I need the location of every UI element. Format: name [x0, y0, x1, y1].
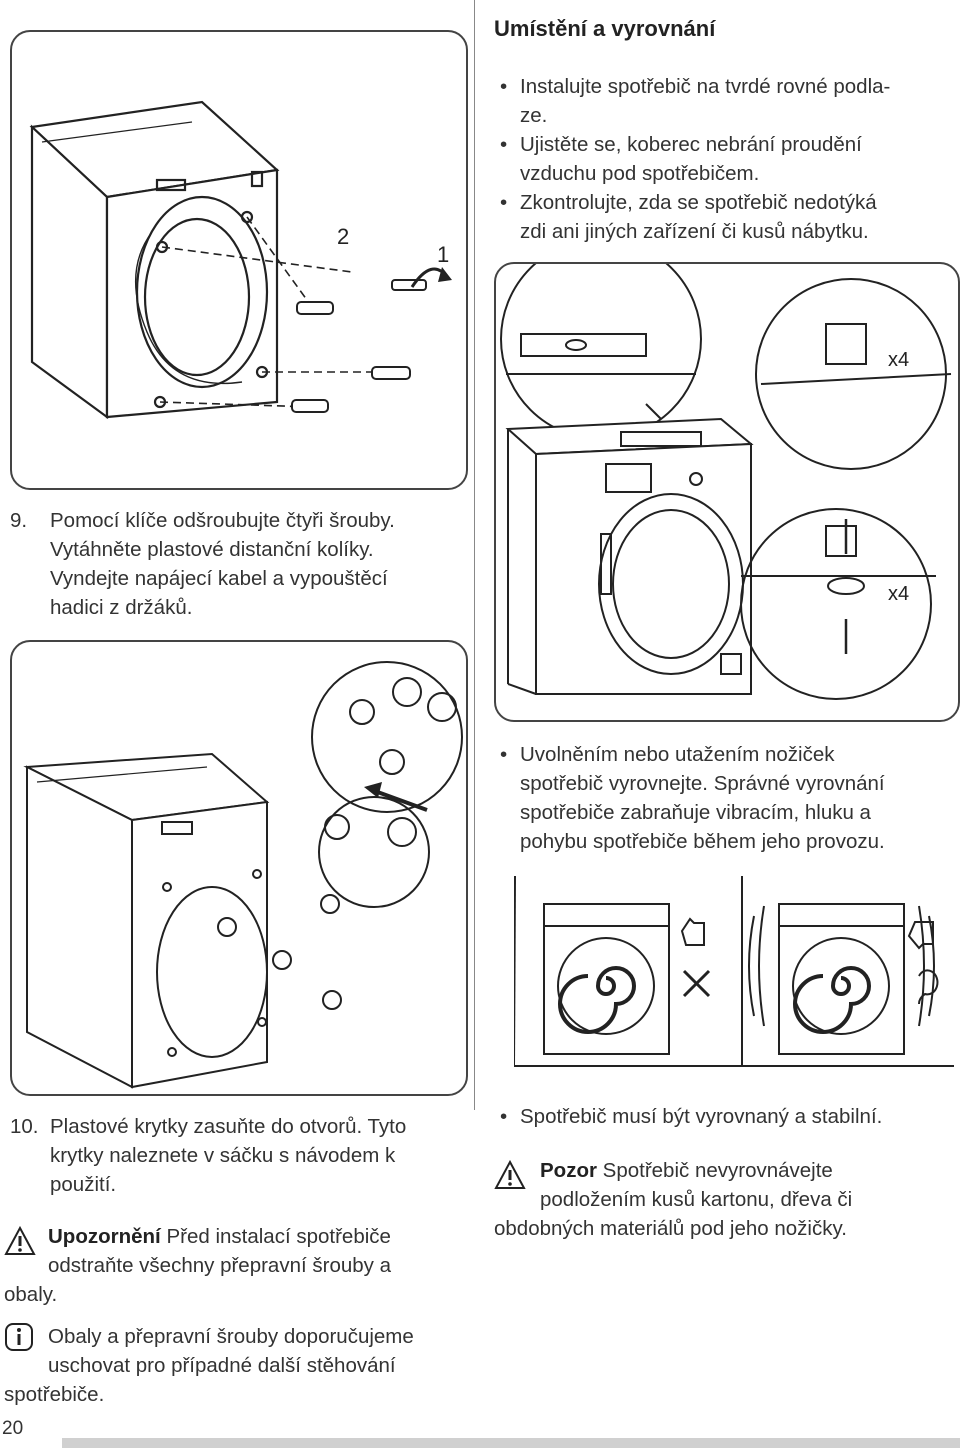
step-text: krytky naleznete v sáčku s návodem k — [50, 1144, 396, 1167]
footer-bar — [62, 1438, 960, 1448]
bullet-item: Spotřebič musí být vyrovnaný a stabilní. — [494, 1102, 954, 1131]
step-text: použití. — [50, 1173, 117, 1196]
caution-note: Pozor Spotřebič nevyrovnávejte podložení… — [494, 1159, 853, 1240]
info-icon — [5, 1323, 33, 1351]
step-10: 10. Plastové krytky zasuňte do otvorů. Ty… — [10, 1112, 470, 1199]
vibration-comparison-illustration — [513, 875, 954, 1067]
plastic-caps-illustration — [23, 661, 463, 1089]
warning-note: Upozornění Před instalací spotřebiče ods… — [4, 1225, 391, 1306]
step-text: hadici z držáků. — [50, 596, 193, 619]
placement-bullets: Instalujte spotřebič na tvrdé rovné podl… — [494, 72, 954, 246]
figure-leveling: x4 x4 — [494, 262, 960, 722]
step-text: Vytáhněte plastové distanční kolíky. — [50, 538, 374, 561]
leveling-illustration: x4 x4 — [500, 264, 952, 700]
step-label-1: 1 — [437, 242, 449, 267]
step-text: Vyndejte napájecí kabel a vypouštěcí — [50, 567, 388, 590]
column-divider — [474, 0, 475, 1110]
stability-bullet: Spotřebič musí být vyrovnaný a stabilní. — [494, 1102, 954, 1131]
bullet-item: Uvolněním nebo utažením nožiček spotřebi… — [494, 740, 954, 856]
info-note: Obaly a přepravní šrouby doporučujeme us… — [4, 1325, 414, 1406]
figure-vibration-comparison — [513, 875, 954, 1076]
step-text: Pomocí klíče odšroubujte čtyři šrouby. — [50, 509, 395, 532]
step-label-2: 2 — [337, 224, 349, 249]
page-number: 20 — [2, 1418, 24, 1439]
bullet-item: Instalujte spotřebič na tvrdé rovné podl… — [494, 72, 954, 130]
step-text: Plastové krytky zasuňte do otvorů. Tyto — [50, 1115, 407, 1138]
figure-insert-caps — [10, 640, 468, 1096]
step-number: 10. — [10, 1115, 39, 1138]
warning-label: Upozornění — [48, 1225, 161, 1248]
section-title: Umístění a vyrovnání — [494, 16, 716, 41]
step-number: 9. — [10, 509, 28, 532]
warning-icon — [4, 1226, 36, 1255]
quantity-label-x4: x4 — [888, 583, 909, 605]
warning-icon — [494, 1160, 526, 1189]
quantity-label-x4: x4 — [888, 349, 909, 371]
leveling-bullets: Uvolněním nebo utažením nožiček spotřebi… — [494, 740, 954, 856]
bullet-item: Ujistěte se, koberec nebrání prouděnívzd… — [494, 130, 954, 188]
step-9: 9. Pomocí klíče odšroubujte čtyři šrouby.… — [10, 506, 470, 622]
caution-label: Pozor — [540, 1159, 597, 1182]
washing-machine-rear-illustration: 2 1 — [29, 100, 452, 420]
bullet-item: Zkontrolujte, zda se spotřebič nedotýkáz… — [494, 188, 954, 246]
figure-remove-bolts: 2 1 — [10, 30, 468, 490]
